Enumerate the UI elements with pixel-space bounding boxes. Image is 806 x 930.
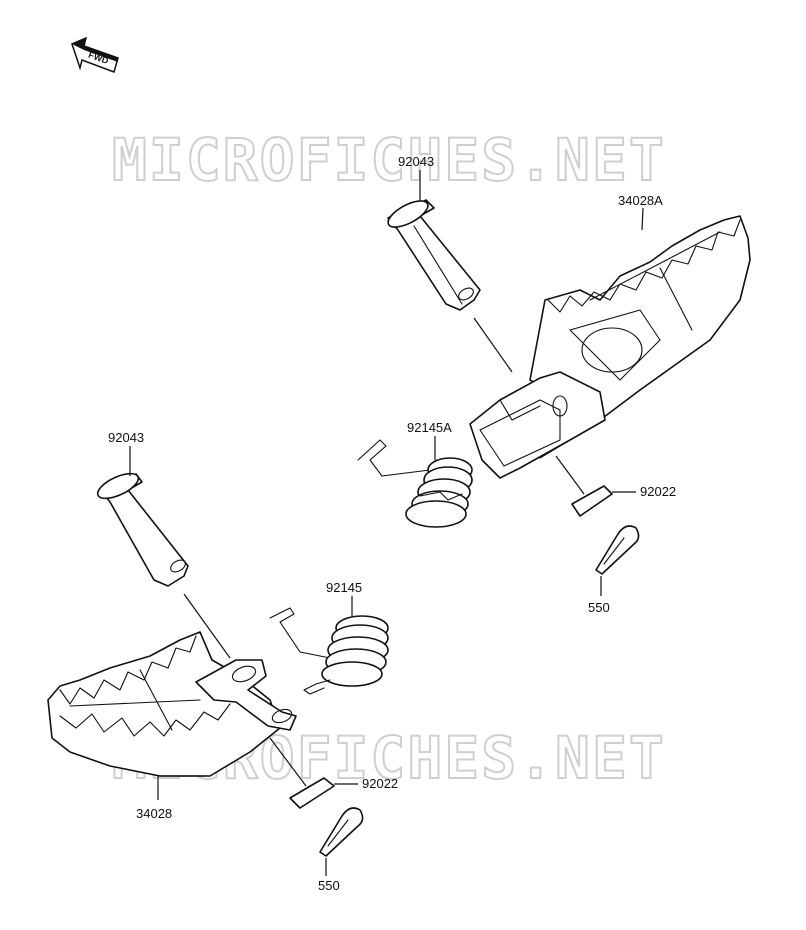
washer-lower-guide-line [269, 737, 307, 787]
footpeg-lower-drawing [47, 631, 297, 777]
washer-upper-callout: 92022 [640, 484, 676, 499]
washer-upper-guide-line [555, 455, 585, 495]
fwd-arrow-icon: FWD [71, 36, 119, 73]
cotter-upper-callout: 550 [588, 600, 610, 615]
washer-upper-drawing [571, 485, 613, 517]
pin-upper-callout: 92043 [398, 154, 434, 169]
pin-lower-guide-line [183, 593, 231, 659]
footpeg-upper-callout: 34028A [618, 193, 663, 208]
spring-upper-callout: 92145A [407, 420, 452, 435]
pin-upper-drawing [387, 199, 481, 311]
footpeg-lower-callout: 34028 [136, 806, 172, 821]
spring-lower-drawing [269, 607, 389, 695]
pin-upper-guide-line [473, 317, 513, 373]
cotter-lower-callout: 550 [318, 878, 340, 893]
spring-lower-callout: 92145 [326, 580, 362, 595]
washer-lower-drawing [289, 777, 335, 809]
cotter-lower-drawing [319, 807, 364, 857]
watermark-top: MICROFICHES.NET [112, 126, 666, 194]
cotter-upper-drawing [595, 525, 640, 575]
pin-lower-callout: 92043 [108, 430, 144, 445]
footpeg-upper-drawing [469, 215, 751, 479]
pin-lower-drawing [96, 472, 189, 587]
washer-lower-callout: 92022 [362, 776, 398, 791]
spring-upper-drawing [357, 439, 473, 528]
footpeg-upper-leader [641, 207, 644, 231]
